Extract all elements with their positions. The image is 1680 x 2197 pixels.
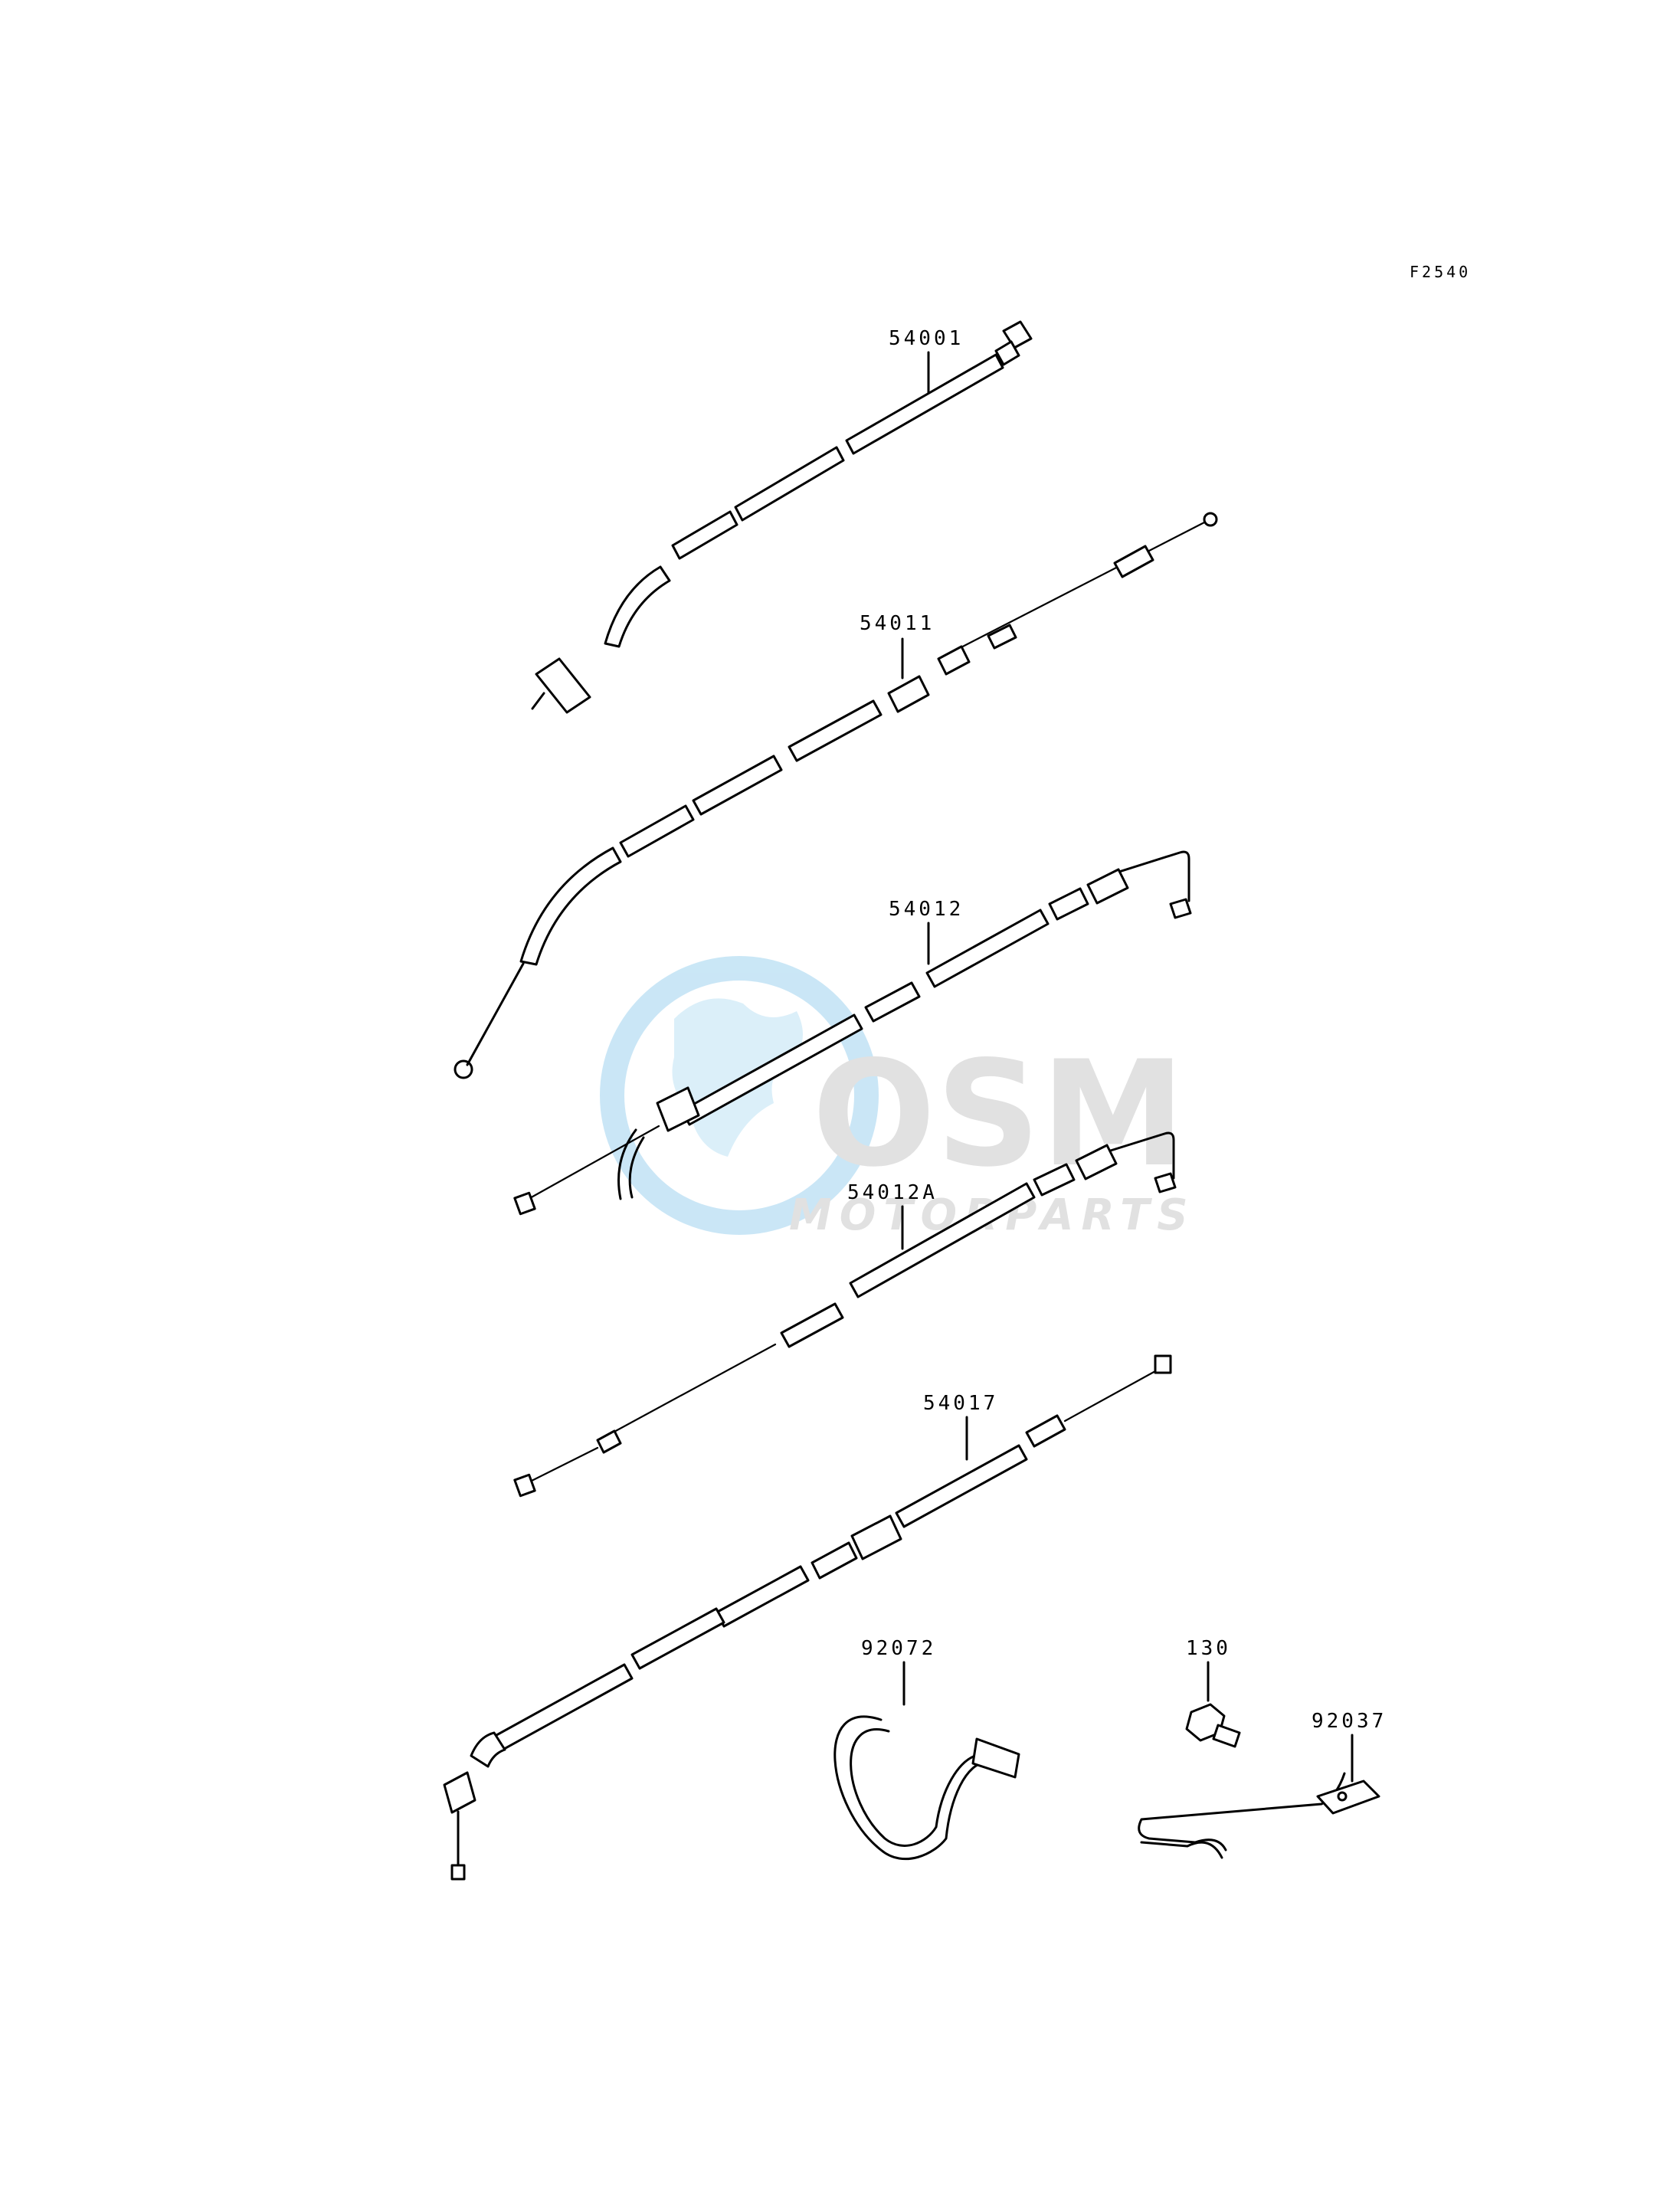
callout-92037: 92037: [1312, 1710, 1387, 1733]
callout-130: 130: [1186, 1637, 1231, 1660]
diagram-code: F2540: [1410, 263, 1471, 281]
clamp-part[interactable]: [1138, 1734, 1380, 1859]
callout-54012: 54012: [889, 898, 964, 921]
callout-92072: 92072: [861, 1637, 936, 1660]
speedometer-cable-part[interactable]: [531, 320, 1033, 714]
band-part[interactable]: [833, 1661, 1020, 1861]
watermark-brand: OSM: [812, 1030, 1185, 1199]
callout-54012A: 54012A: [847, 1181, 938, 1204]
callout-54017: 54017: [923, 1392, 998, 1415]
throttle-cable-pull-part[interactable]: [513, 850, 1192, 1216]
callout-54011: 54011: [860, 612, 935, 635]
bolt-part[interactable]: [1185, 1661, 1241, 1748]
callout-54001: 54001: [889, 327, 964, 350]
throttle-cable-return-part[interactable]: [513, 1131, 1177, 1498]
clutch-cable-part[interactable]: [454, 512, 1218, 1079]
choke-cable-part[interactable]: [443, 1354, 1172, 1881]
